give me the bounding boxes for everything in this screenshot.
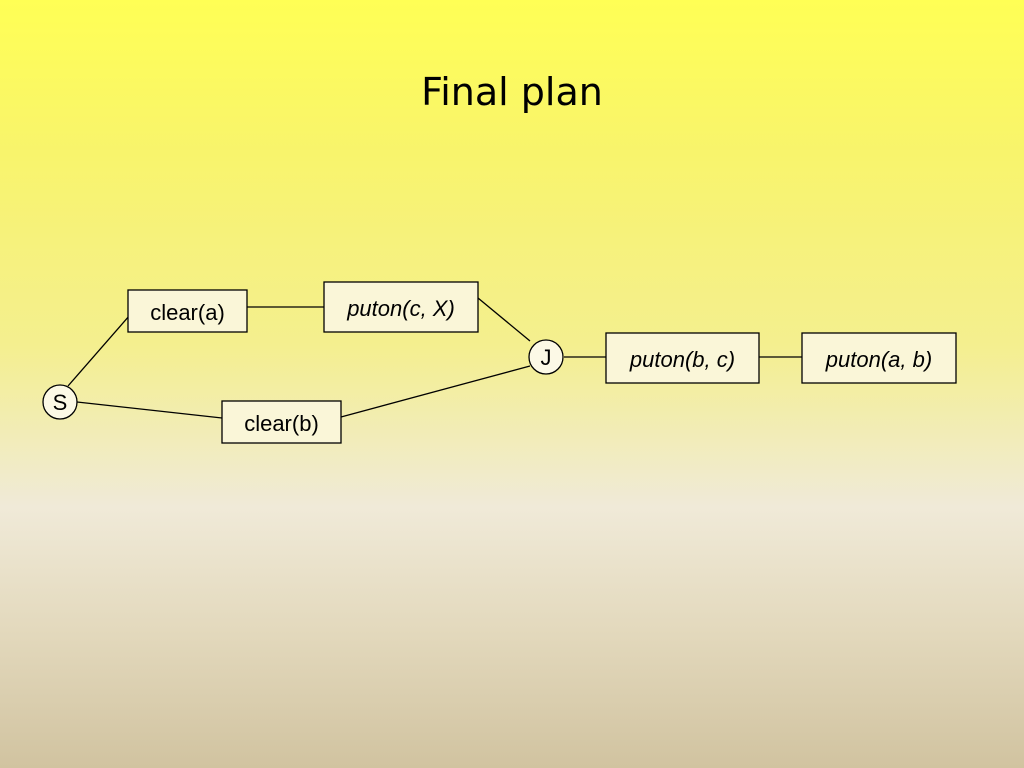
node-clear-a-label: clear(a) — [150, 300, 225, 325]
node-clear-b: clear(b) — [221, 400, 342, 444]
node-puton-b-c: puton(b, c) — [605, 332, 760, 384]
slide-title: Final plan — [421, 70, 603, 114]
node-puton-a-b-label: puton(a, b) — [825, 347, 932, 372]
node-clear-b-label: clear(b) — [244, 411, 319, 436]
node-puton-b-c-label: puton(b, c) — [629, 347, 735, 372]
node-puton-a-b: puton(a, b) — [801, 332, 957, 384]
edge-s-clear-a — [67, 314, 131, 387]
node-puton-c-x-label: puton(c, X) — [346, 296, 455, 321]
node-puton-c-x: puton(c, X) — [323, 281, 479, 333]
node-j: J — [528, 339, 564, 375]
edge-s-clear-b — [76, 401, 223, 419]
node-j-label: J — [541, 345, 552, 370]
edge-puton-c-x-j — [477, 297, 531, 342]
node-clear-a: clear(a) — [127, 289, 248, 333]
node-s-label: S — [53, 390, 68, 415]
edge-clear-b-j — [340, 365, 531, 418]
node-s: S — [42, 384, 78, 420]
